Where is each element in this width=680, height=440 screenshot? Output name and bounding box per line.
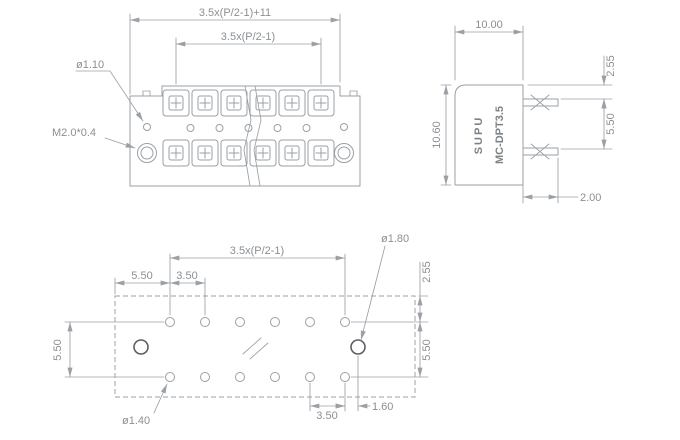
pin-drill-hole	[235, 317, 245, 327]
locating-hole	[273, 124, 282, 132]
side-view: SUPU MC-DPT3.5 10.00 10.60 2.55 5.50	[431, 19, 617, 204]
dim-pin-pitch-label: 5.50	[605, 113, 617, 134]
dim-pin-length-label: 2.00	[580, 192, 601, 204]
dim-height-label: 10.60	[431, 121, 443, 149]
terminal-screw	[307, 139, 335, 167]
dim-mount-offset-label: 1.60	[372, 401, 393, 413]
thread-callout: M2.0*0.4	[52, 127, 136, 149]
pin-drill-hole	[305, 317, 315, 327]
front-view: 3.5x(P/2-1)+11 3.5x(P/2-1) ø1.10 M2.0*0.…	[52, 7, 361, 187]
dim-edge-margin: 5.50	[114, 270, 171, 295]
hole-dia-callout: ø1.10	[75, 59, 144, 122]
locating-hole	[215, 124, 224, 132]
thread-label: M2.0*0.4	[52, 127, 96, 139]
dim-row-gap-left: 5.50	[52, 321, 165, 378]
terminal-screw	[220, 139, 248, 167]
upper-pin	[522, 98, 559, 107]
dim-height: 10.60	[431, 84, 452, 186]
pin-drill-hole	[235, 372, 245, 382]
upper-pin-cross-mark	[530, 94, 550, 111]
pin-drill-hole	[200, 372, 210, 382]
pin-drill-hole	[165, 372, 175, 382]
mounting-drill-hole-right	[350, 339, 366, 355]
lower-pin	[522, 147, 559, 156]
dim-pole-span: 3.5x(P/2-1)	[175, 31, 322, 85]
front-body-outline	[129, 85, 361, 187]
side-body-outline	[454, 84, 524, 186]
terminal-screw	[249, 89, 277, 117]
dim-mount-offset: 1.60	[335, 355, 393, 413]
dim-row-gap-right-label: 5.50	[421, 339, 433, 360]
dim-row-offset-label: 2.55	[421, 261, 433, 282]
lower-pin-cross-mark	[530, 143, 550, 160]
model-text: MC-DPT3.5	[494, 106, 506, 164]
terminal-screw	[278, 139, 306, 167]
dim-pitch-bottom-label: 3.50	[316, 410, 337, 422]
break-line	[243, 85, 252, 187]
locating-hole	[186, 124, 195, 132]
dim-pitch-top-label: 3.50	[176, 270, 197, 282]
dim-pin-length: 2.00	[522, 157, 601, 204]
locating-hole	[302, 124, 311, 132]
pin-hole-dia-callout: ø1.40	[122, 383, 168, 427]
pin-drill-hole	[340, 317, 350, 327]
dim-footprint-pole-span: 3.5x(P/2-1)	[169, 245, 346, 316]
pin-drill-hole	[165, 317, 175, 327]
terminal-screw	[191, 139, 219, 167]
dim-overall-width: 3.5x(P/2-1)+11	[129, 7, 341, 95]
mounting-drill-hole-left	[133, 339, 149, 355]
dim-row-gap-right: 5.50	[350, 321, 433, 378]
terminal-screw	[249, 139, 277, 167]
brand-text: SUPU	[473, 116, 485, 155]
dim-pole-span-label: 3.5x(P/2-1)	[221, 31, 275, 43]
dim-pitch-bottom: 3.50	[309, 382, 346, 422]
dim-pitch-top: 3.50	[169, 270, 206, 316]
pin-drill-hole	[200, 317, 210, 327]
dim-footprint-pole-span-label: 3.5x(P/2-1)	[230, 245, 284, 257]
hole-dia-label: ø1.10	[76, 59, 104, 71]
housing-notch-right	[349, 90, 358, 97]
break-line	[253, 85, 262, 187]
footprint-view: 3.5x(P/2-1) 5.50 3.50 2.55 5.50	[52, 233, 433, 427]
pin-drill-hole	[270, 317, 280, 327]
dim-overall-width-label: 3.5x(P/2-1)+11	[199, 7, 271, 19]
pin-drill-hole	[270, 372, 280, 382]
dim-row-offset: 2.55	[350, 261, 433, 323]
mounting-hole-right	[334, 143, 354, 163]
footprint-outline	[114, 295, 416, 398]
dim-pin-pitch: 5.50	[560, 98, 617, 150]
terminal-screw	[191, 89, 219, 117]
terminal-screw	[162, 139, 190, 167]
locating-hole	[340, 123, 348, 131]
mount-hole-dia-label: ø1.80	[381, 233, 409, 245]
terminal-screw	[220, 89, 248, 117]
locating-hole	[143, 123, 151, 131]
dim-row-gap-left-label: 5.50	[52, 339, 64, 360]
dim-depth: 10.00	[454, 19, 524, 81]
housing-notch-left	[142, 90, 151, 97]
dim-pin-offset-label: 2.55	[605, 55, 617, 76]
mounting-hole-left	[137, 143, 157, 163]
pin-drill-hole	[340, 372, 350, 382]
pin-hole-dia-label: ø1.40	[122, 415, 150, 427]
break-mark	[242, 337, 269, 360]
pin-drill-hole	[305, 372, 315, 382]
dim-depth-label: 10.00	[475, 19, 503, 31]
terminal-screw	[307, 89, 335, 117]
terminal-screw	[162, 89, 190, 117]
terminal-screw	[278, 89, 306, 117]
mount-hole-dia-callout: ø1.80	[360, 233, 409, 341]
dim-edge-margin-label: 5.50	[131, 270, 152, 282]
